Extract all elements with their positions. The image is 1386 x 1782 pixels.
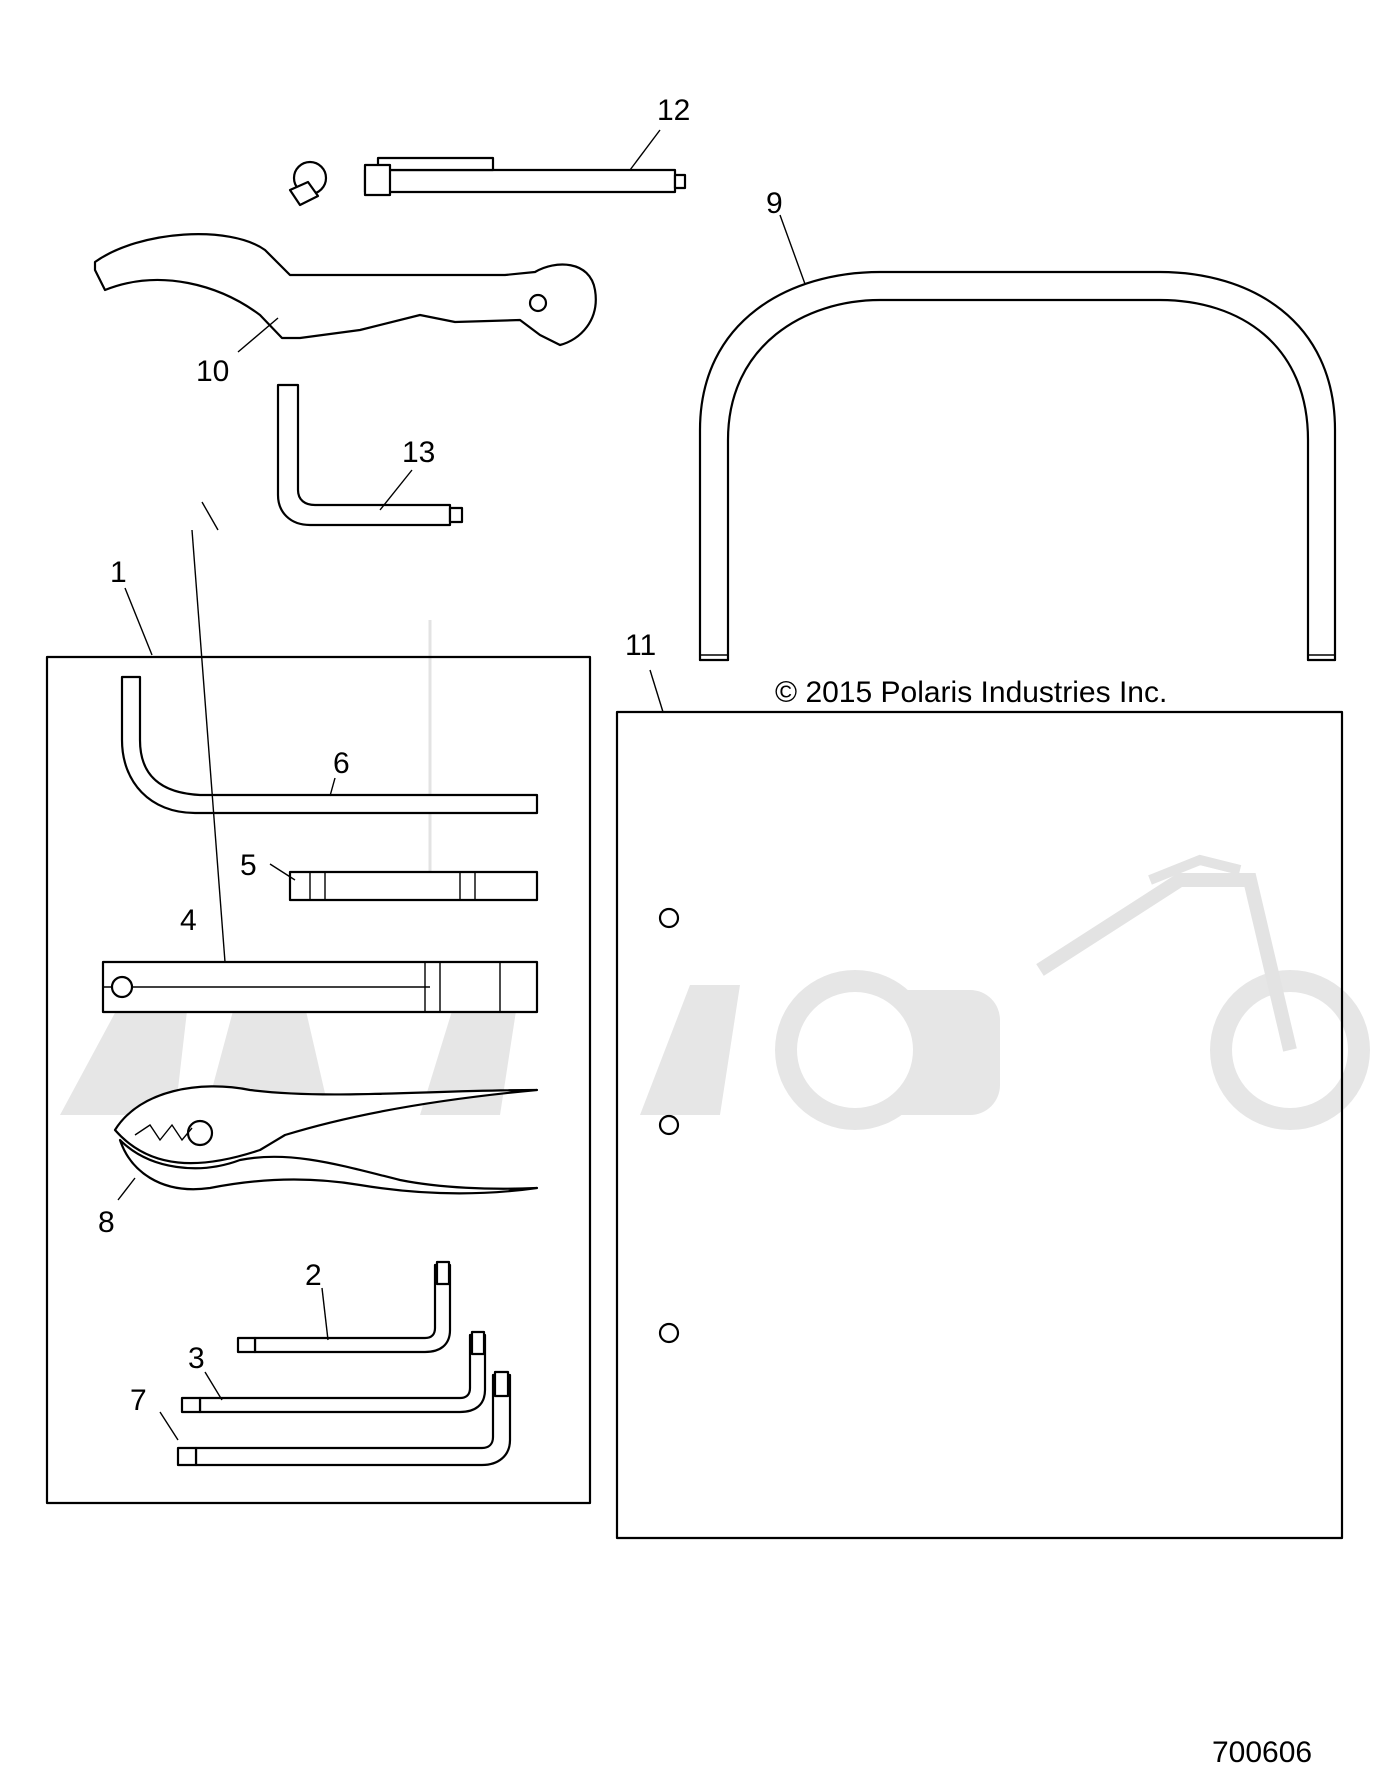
- part-6-long-hex-key: [120, 675, 539, 815]
- part-1-tool-kit-box: [45, 655, 592, 1505]
- part-10-spanner-wrench: [93, 233, 597, 347]
- callout-13: 13: [402, 436, 435, 469]
- part-8-pliers: [113, 1085, 539, 1195]
- callout-1: 1: [110, 556, 127, 589]
- copyright-notice: © 2015 Polaris Industries Inc.: [775, 676, 1167, 709]
- part-11-owners-manual: [615, 710, 1344, 1540]
- callout-2: 2: [305, 1259, 322, 1292]
- part-9-u-bar: [698, 270, 1337, 662]
- callout-11: 11: [625, 629, 656, 662]
- part-12-handle-tool: [288, 156, 687, 207]
- callout-12: 12: [657, 94, 690, 127]
- part-7-large-hex-key: [176, 1370, 512, 1467]
- callout-6: 6: [333, 747, 350, 780]
- leader-lines: [117, 129, 806, 1441]
- callout-10: 10: [196, 355, 229, 388]
- callout-3: 3: [188, 1342, 205, 1375]
- part-13-hex-key: [276, 383, 464, 527]
- part-3-medium-hex-key: [180, 1330, 487, 1414]
- part-5-socket: [288, 870, 539, 902]
- callout-4: 4: [180, 904, 197, 937]
- callout-5: 5: [240, 849, 257, 882]
- callout-8: 8: [98, 1206, 115, 1239]
- part-4-spark-plug-wrench: [101, 960, 539, 1014]
- callout-9: 9: [766, 187, 783, 220]
- part-2-small-hex-key: [236, 1260, 452, 1354]
- callout-7: 7: [130, 1384, 147, 1417]
- drawing-number: 700606: [1212, 1736, 1312, 1769]
- watermark-logo: [60, 620, 1370, 1130]
